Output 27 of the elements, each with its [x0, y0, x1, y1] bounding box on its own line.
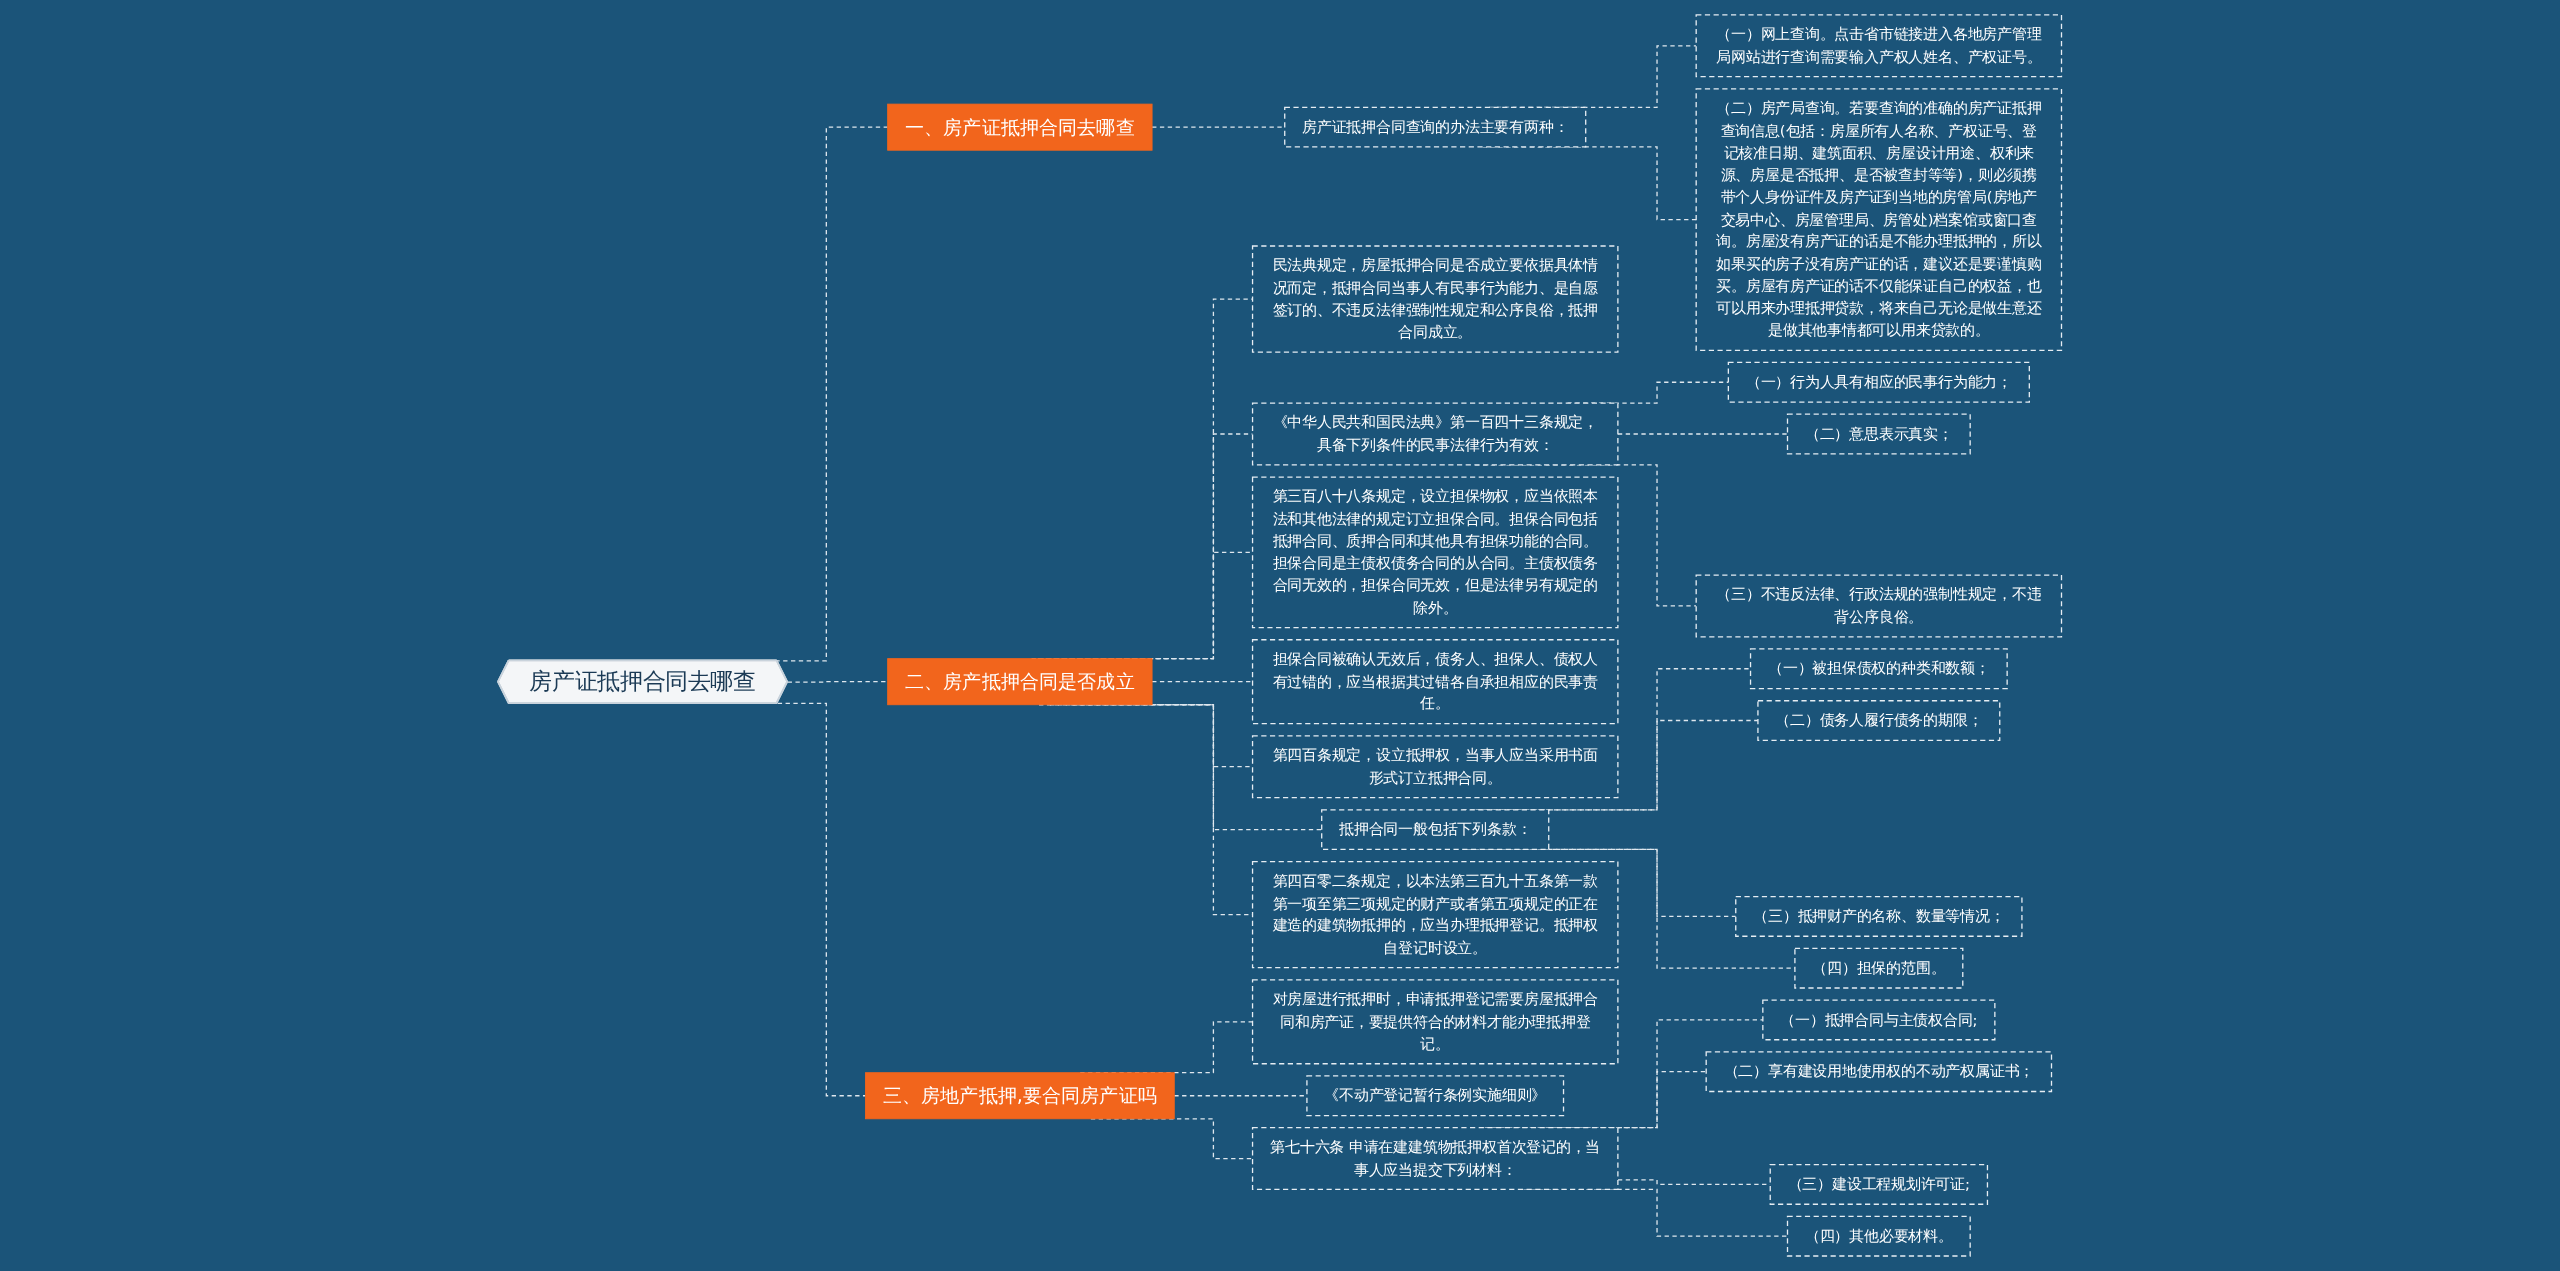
node-box: （四）担保的范围。: [1794, 947, 1964, 989]
node-box: （一）行为人具有相应的民事行为能力；: [1727, 361, 2031, 403]
node-box: 担保合同被确认无效后，债务人、担保人、债权人有过错的，应当根据其过错各自承担相应的民事责任。: [1252, 639, 1619, 725]
node-box: （二）债务人履行债务的期限；: [1757, 700, 2001, 741]
node-box: （一）抵押合同与主债权合同;: [1762, 999, 1996, 1041]
node-box: 对房屋进行抵押时，申请抵押登记需要房屋抵押合同和房产证，要提供符合的材料才能办理抵押登记。: [1252, 979, 1619, 1065]
node-box: （三）不违反法律、行政法规的强制性规定，不违背公序良俗。: [1695, 574, 2063, 638]
node-box: 第四百条规定，设立抵押权，当事人应当采用书面形式订立抵押合同。: [1252, 735, 1619, 799]
node-box: 《中华人民共和国民法典》第一百四十三条规定，具备下列条件的民事法律行为有效：: [1252, 402, 1619, 466]
node-box: （二）房产局查询。若要查询的准确的房产证抵押查询信息(包括：房屋所有人名称、产权证号、登记核准日期、建筑面积、房屋设计用途、权利来源、房屋是否抵押、是否被查封等等)，则必须携带个人身份证件及房产证到当地的房管局(房地产交易中心、房屋管理局、房管处)档案馆或窗口查询。房屋没有房产证的话是不能办理抵押的，所以如果买的房子没有房产证的话，建议还是要谨慎购买。房屋有房产证的话不仅能保证自己的权益，也可以用来办理抵押贷款，将来自己无论是做生意还是做其他事情都可以用来贷款的。: [1695, 88, 2063, 351]
node-box: 《不动产登记暂行条例实施细则》: [1306, 1075, 1565, 1117]
node-box: （二）享有建设用地使用权的不动产权属证书；: [1705, 1051, 2053, 1093]
node-box: 二、房产抵押合同是否成立: [887, 658, 1153, 706]
node-box: 房产证抵押合同查询的办法主要有两种：: [1284, 106, 1587, 148]
node-box: 抵押合同一般包括下列条款：: [1321, 809, 1550, 850]
node-box: （一）网上查询。点击省市链接进入各地房产管理局网站进行查询需要输入产权人姓名、产权证号。: [1695, 14, 2063, 78]
node-box: （四）其他必要材料。: [1787, 1215, 1972, 1257]
node-box: （三）抵押财产的名称、数量等情况；: [1735, 896, 2023, 937]
node-box: （二）意思表示真实；: [1787, 413, 1972, 455]
node-box: 第四百零二条规定，以本法第三百九十五条第一款第一项至第三项规定的财产或者第五项规定的正在建造的建筑物抵押的，应当办理抵押登记。抵押权自登记时设立。: [1252, 860, 1619, 969]
node-box: 三、房地产抵押,要合同房产证吗: [865, 1072, 1175, 1120]
node-box: （一）被担保债权的种类和数额；: [1750, 648, 2009, 690]
node-box: （三）建设工程规划许可证;: [1769, 1164, 1989, 1205]
node-box: 民法典规定，房屋抵押合同是否成立要依据具体情况而定，抵押合同当事人有民事行为能力、是自愿签订的、不违反法律强制性规定和公序良俗，抵押合同成立。: [1252, 245, 1619, 353]
node-box: 第三百八十八条规定，设立担保物权，应当依照本法和其他法律的规定订立担保合同。担保合同包括抵押合同、质押合同和其他具有担保功能的合同。担保合同是主债权债务合同的从合同。主债权债务合同无效的，担保合同无效，但是法律另有规定的除外。: [1252, 476, 1619, 629]
node-box: 第七十六条 申请在建建筑物抵押权首次登记的，当事人应当提交下列材料：: [1252, 1127, 1619, 1191]
node-box: 一、房产证抵押合同去哪查: [887, 103, 1153, 151]
